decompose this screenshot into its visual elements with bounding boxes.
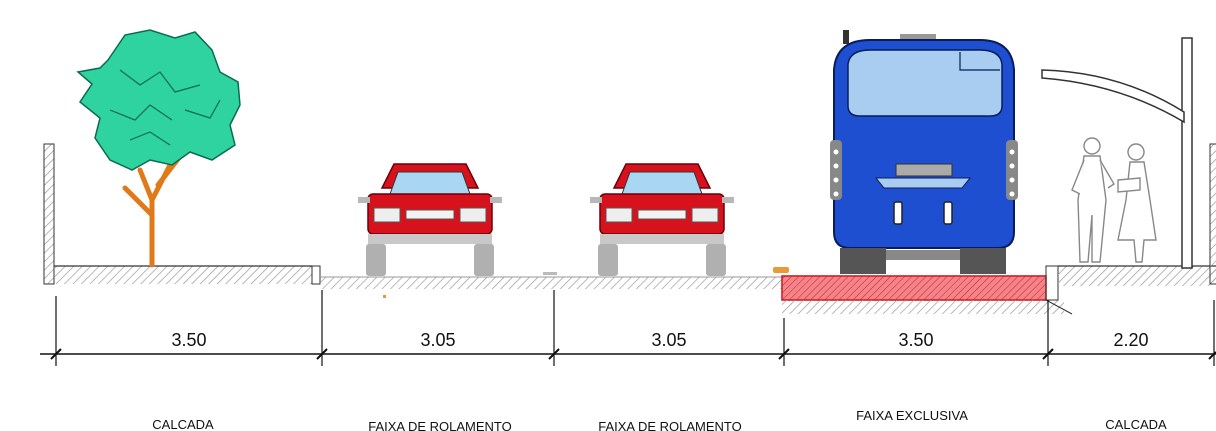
zone-label: CALCADA [1105,417,1167,431]
car-icon [590,163,734,276]
tree-icon [76,29,241,268]
dimension-line [40,290,1216,366]
dimension-value: 3.50 [171,330,206,350]
zone-label: CALCADA [152,417,214,431]
pedestrians-icon [1071,137,1157,263]
bus-icon [830,30,1018,274]
bus-shelter-icon [1041,37,1193,269]
zone-label: FAIXA EXCLUSIVA [856,408,968,423]
dimension-value: 3.05 [420,330,455,350]
zone-label: FAIXA DE ROLAMENTO [598,419,742,431]
zone-label: FAIXA DE ROLAMENTO [368,419,512,431]
dimension-value: 3.50 [898,330,933,350]
dimension-value: 2.20 [1113,330,1148,350]
car-icon [358,163,502,276]
ground-profile [43,143,1216,315]
dimension-value: 3.05 [651,330,686,350]
